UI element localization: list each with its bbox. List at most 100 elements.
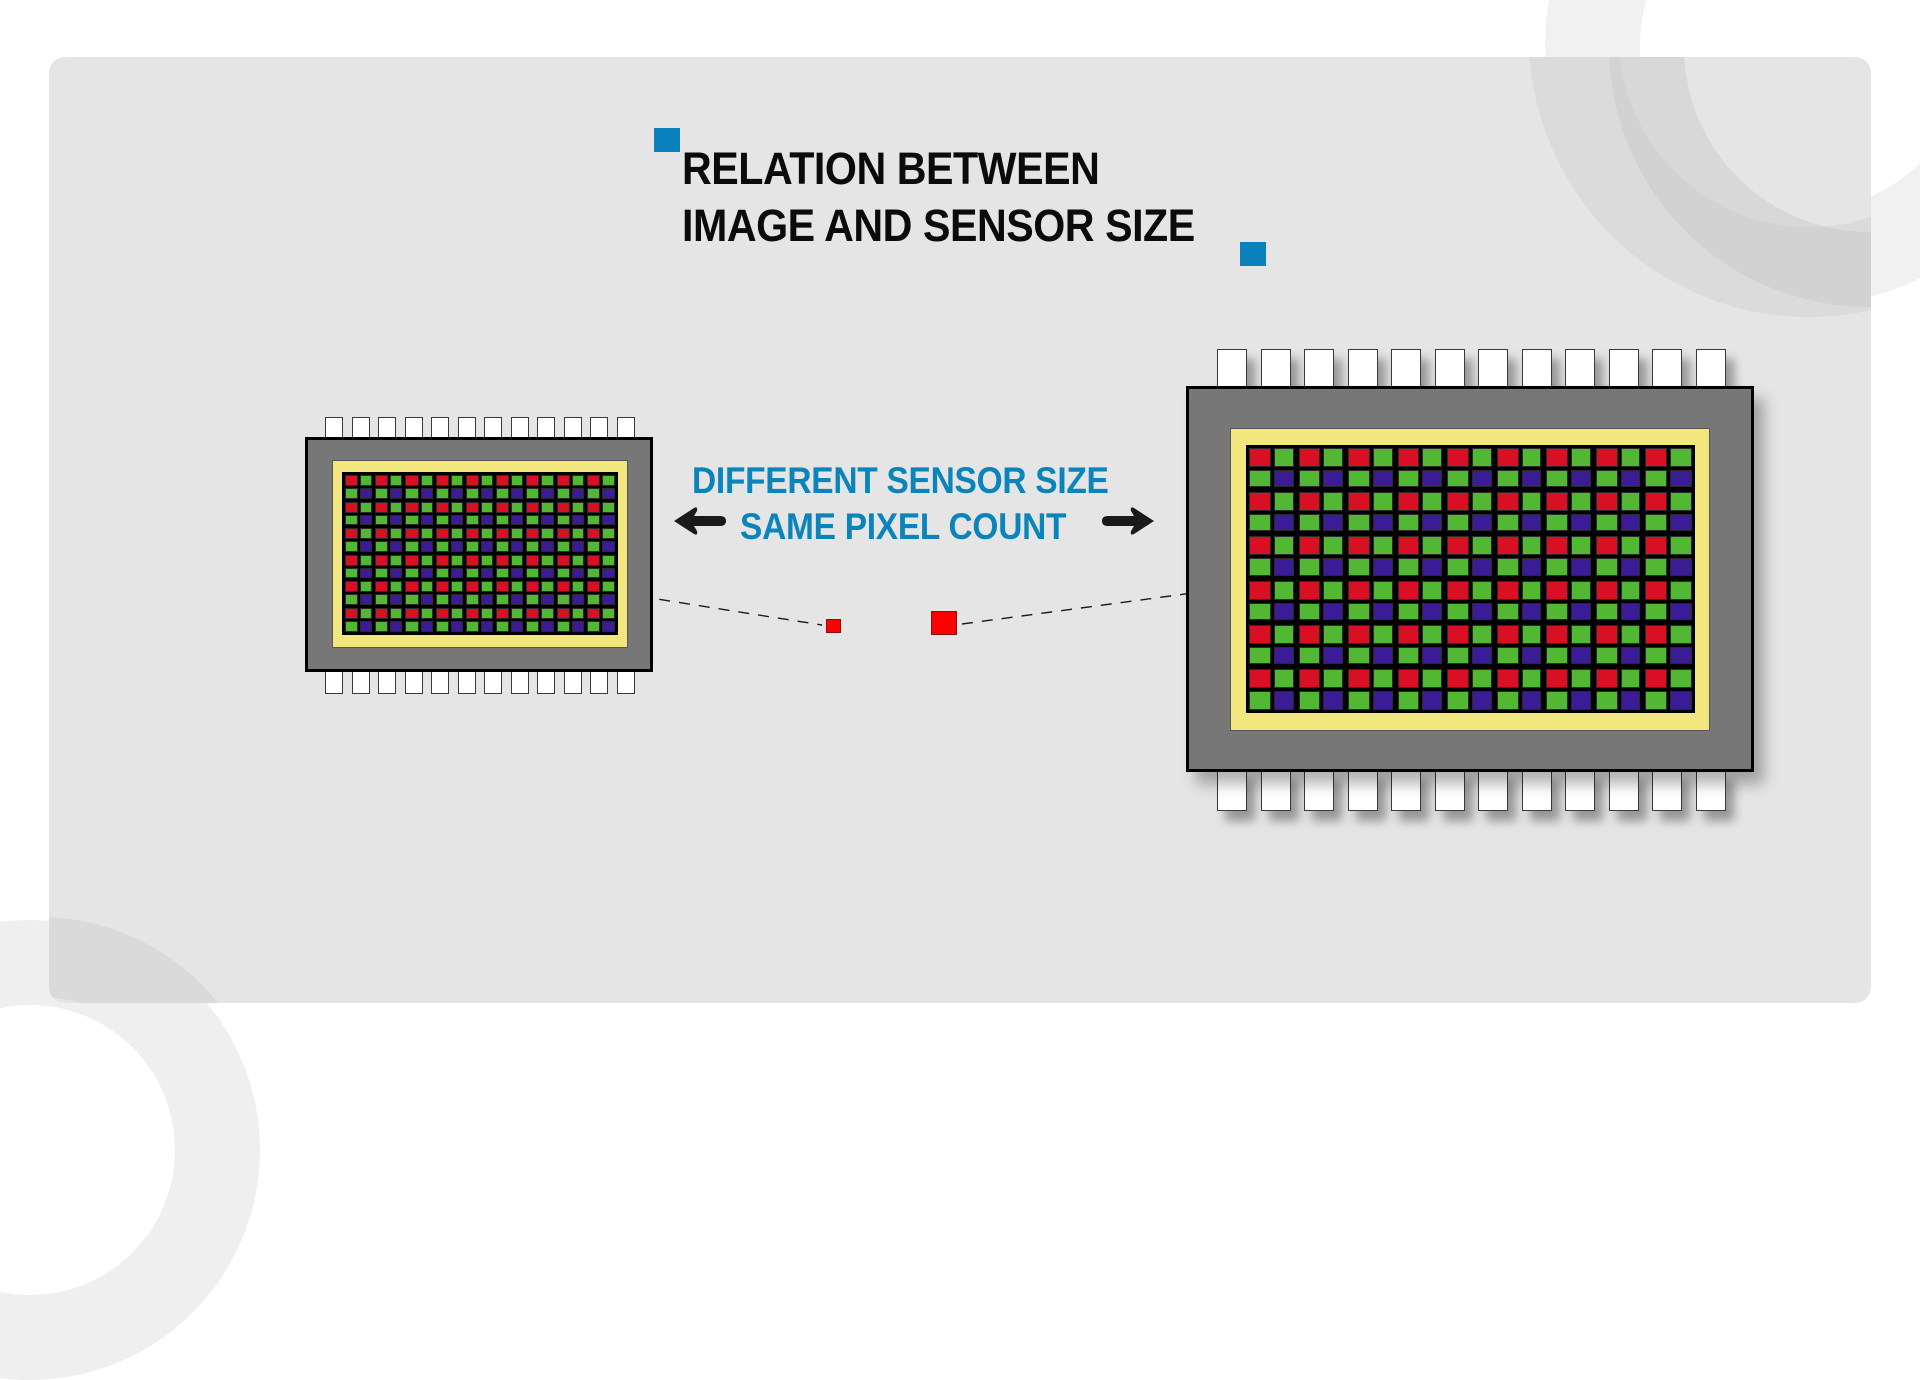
pixel-cell (375, 541, 389, 552)
pixel-cell (571, 514, 584, 525)
pixel-cell (420, 620, 433, 632)
pixel-cell (1372, 448, 1393, 468)
pixel-cell (526, 581, 540, 593)
pixel-cell (496, 554, 510, 566)
pixel-cell (405, 620, 419, 632)
sensor-pin-top (457, 417, 476, 439)
pixel-cell (496, 475, 510, 487)
pixel-cell (1447, 536, 1469, 556)
pixel-cell (345, 514, 359, 525)
pixel-cell (465, 528, 479, 540)
large-pixel-callout (931, 611, 957, 635)
pixel-cell (345, 620, 359, 632)
pixel-cell (1372, 580, 1393, 600)
pixel-cell (1546, 668, 1569, 688)
pixel-cell (571, 620, 584, 632)
pixel-cell (480, 594, 494, 605)
pixel-cell (1670, 448, 1692, 468)
pixel-cell (1546, 558, 1569, 576)
pixel-cell (526, 528, 540, 540)
pixel-cell (1595, 668, 1618, 688)
pixel-cell (1273, 646, 1294, 664)
sensor-pin-top (1608, 349, 1639, 389)
pixel-cell (511, 567, 524, 578)
pixel-cell (1521, 492, 1542, 512)
pixel-cell (375, 528, 389, 540)
sensor-pin-top (537, 417, 555, 439)
pixel-cell (1521, 690, 1542, 710)
pixel-cell (1496, 624, 1519, 644)
pixel-cell (465, 554, 479, 566)
pixel-cell (526, 541, 540, 552)
pixel-cell (1372, 602, 1393, 620)
pixel-cell (1645, 470, 1668, 488)
pixel-cell (571, 594, 584, 605)
pixel-cell (1546, 536, 1569, 556)
sensor-pin-bottom (1652, 770, 1682, 811)
pixel-cell (1372, 690, 1393, 710)
pixel-cell (450, 541, 463, 552)
sensor-pin-bottom (590, 670, 608, 694)
pixel-cell (526, 488, 540, 499)
sensor-pin-top (1217, 349, 1247, 389)
pixel-cell (541, 567, 554, 578)
pixel-cell (1670, 492, 1692, 512)
pixel-cell (1249, 580, 1271, 600)
pixel-cell (541, 607, 554, 619)
pixel-cell (1521, 514, 1542, 532)
pixel-cell (435, 541, 449, 552)
pixel-cell (435, 475, 449, 487)
pixel-cell (480, 475, 494, 487)
pixel-cell (405, 488, 419, 499)
pixel-cell (1546, 690, 1569, 710)
pixel-cell (526, 475, 540, 487)
pixel-cell (511, 581, 524, 593)
sensor-pin-top (351, 417, 370, 439)
pixel-cell (345, 488, 359, 499)
pixel-cell (1323, 492, 1344, 512)
sensor-pin-bottom (1521, 770, 1552, 811)
pixel-cell (1447, 690, 1469, 710)
pixel-cell (375, 607, 389, 619)
pixel-cell (1323, 690, 1344, 710)
pixel-cell (1571, 514, 1591, 532)
sensor-pin-bottom (457, 670, 476, 694)
pixel-cell (1521, 580, 1542, 600)
pixel-cell (556, 514, 570, 525)
sensor-pin-top (1434, 349, 1465, 389)
pixel-cell (1620, 514, 1641, 532)
pixel-cell (1620, 580, 1641, 600)
pixel-cell (1645, 602, 1668, 620)
sensor-pin-top (1391, 349, 1421, 389)
pixel-cell (345, 581, 359, 593)
sensor-pin-top (431, 417, 449, 439)
pixel-cell (496, 607, 510, 619)
pixel-cell (1348, 602, 1370, 620)
pixel-cell (586, 620, 600, 632)
pixel-cell (601, 501, 615, 513)
sensor-pin-top (404, 417, 423, 439)
pixel-cell (1348, 580, 1370, 600)
title-line-2: IMAGE AND SENSOR SIZE (682, 200, 1195, 251)
pixel-cell (1323, 470, 1344, 488)
pixel-cell (601, 607, 615, 619)
pixel-cell (1521, 448, 1542, 468)
pixel-cell (375, 620, 389, 632)
pixel-cell (1447, 470, 1469, 488)
pixel-cell (480, 541, 494, 552)
pixel-cell (1670, 602, 1692, 620)
pixel-cell (1496, 602, 1519, 620)
pixel-cell (450, 620, 463, 632)
pixel-cell (496, 501, 510, 513)
pixel-cell (511, 488, 524, 499)
pixel-cell (1273, 492, 1294, 512)
pixel-cell (375, 475, 389, 487)
pixel-cell (1249, 690, 1271, 710)
pixel-cell (1546, 602, 1569, 620)
pixel-cell (360, 620, 373, 632)
pixel-cell (1372, 514, 1393, 532)
pixel-cell (1620, 470, 1641, 488)
pixel-cell (1571, 624, 1591, 644)
pixel-cell (1298, 536, 1321, 556)
pixel-cell (465, 594, 479, 605)
